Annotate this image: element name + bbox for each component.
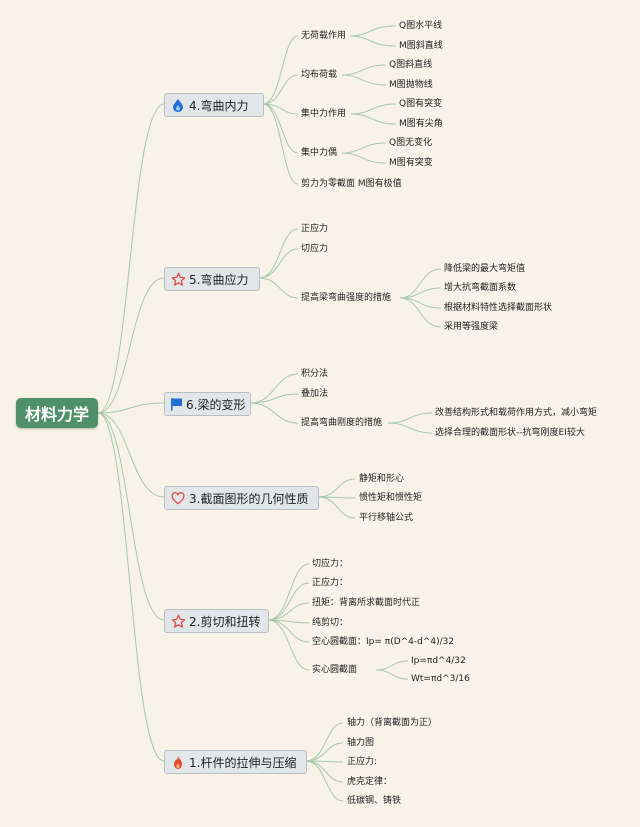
leaf-hollow-section[interactable]: 空心圆截面：Ip= π(D^4-d^4)/32: [312, 637, 455, 647]
leaf-shear-stress[interactable]: 切应力：: [312, 559, 349, 569]
leaf-normal-stress[interactable]: 正应力: [301, 224, 329, 234]
leaf-improve-item[interactable]: 根据材料特性选择截面形状: [444, 303, 553, 313]
leaf-stiffness-item[interactable]: 选择合理的截面形状--抗弯刚度EI较大: [435, 428, 585, 438]
branch-solid-section[interactable]: 实心圆截面: [312, 665, 358, 675]
leaf-parallel-axis[interactable]: 平行移轴公式: [359, 513, 414, 523]
leaf-pure-shear[interactable]: 纯剪切：: [312, 618, 349, 628]
leaf-axial-diagram[interactable]: 轴力图: [347, 738, 375, 748]
heart-outline-icon: [170, 490, 186, 506]
topic-label: 5.弯曲应力: [189, 272, 249, 287]
leaf-superposition-method[interactable]: 叠加法: [301, 389, 329, 399]
topic-tension-compression[interactable]: 1.杆件的拉伸与压缩: [164, 750, 307, 774]
topic-bending-stress[interactable]: 5.弯曲应力: [164, 267, 260, 291]
star-outline-icon: [170, 613, 186, 629]
branch-point-force[interactable]: 集中力作用: [301, 109, 347, 119]
leaf-q-no-change[interactable]: Q图无变化: [389, 138, 433, 148]
leaf-materials[interactable]: 低碳钢、铸铁: [347, 796, 402, 806]
root-node[interactable]: 材料力学: [16, 398, 98, 428]
leaf-improve-item[interactable]: 采用等强度梁: [444, 322, 499, 332]
leaf-q-horizontal[interactable]: Q图水平线: [399, 21, 443, 31]
leaf-solid-wt[interactable]: Wt=πd^3/16: [411, 674, 470, 684]
topic-label: 1.杆件的拉伸与压缩: [189, 755, 297, 770]
leaf-improve-item[interactable]: 降低梁的最大弯矩值: [444, 264, 526, 274]
leaf-q-jump[interactable]: Q图有突变: [399, 99, 443, 109]
root-label: 材料力学: [24, 405, 89, 424]
topic-deformation[interactable]: 6.梁的变形: [164, 392, 251, 416]
leaf-m-jump[interactable]: M图有突变: [389, 158, 433, 168]
flag-icon: [170, 396, 183, 412]
leaf-normal-stress[interactable]: 正应力：: [312, 578, 349, 588]
water-drop-icon: [170, 97, 186, 113]
topic-label: 3.截面图形的几何性质: [189, 491, 309, 506]
topic-label: 4.弯曲内力: [189, 98, 249, 113]
topic-label: 6.梁的变形: [186, 397, 246, 412]
branch-improve-strength[interactable]: 提高梁弯曲强度的措施: [301, 293, 392, 303]
star-outline-icon: [170, 271, 186, 287]
topic-shear-torsion[interactable]: 2.剪切和扭转: [164, 609, 269, 633]
leaf-q-slanted[interactable]: Q图斜直线: [389, 60, 433, 70]
leaf-solid-ip[interactable]: Ip=πd^4/32: [411, 656, 466, 666]
leaf-axial-force[interactable]: 轴力（背离截面为正）: [347, 718, 438, 728]
leaf-m-parabola[interactable]: M图抛物线: [389, 80, 433, 90]
fire-icon: [170, 754, 186, 770]
branch-no-load[interactable]: 无荷载作用: [301, 31, 347, 41]
branch-zero-shear[interactable]: 剪力为零截面 M图有极值: [301, 179, 402, 189]
leaf-hooke-law[interactable]: 虎克定律：: [347, 777, 393, 787]
leaf-static-moment[interactable]: 静矩和形心: [359, 474, 405, 484]
leaf-normal-stress[interactable]: 正应力:: [347, 757, 378, 767]
leaf-integral-method[interactable]: 积分法: [301, 369, 329, 379]
branch-improve-stiffness[interactable]: 提高弯曲刚度的措施: [301, 418, 383, 428]
topic-bending-internal[interactable]: 4.弯曲内力: [164, 93, 264, 117]
leaf-m-slanted[interactable]: M图斜直线: [399, 41, 443, 51]
leaf-moment-inertia[interactable]: 惯性矩和惯性矩: [359, 493, 423, 503]
branch-uniform-load[interactable]: 均布荷载: [301, 70, 338, 80]
topic-label: 2.剪切和扭转: [189, 614, 261, 629]
topic-section-geometry[interactable]: 3.截面图形的几何性质: [164, 486, 319, 510]
branch-couple[interactable]: 集中力偶: [301, 148, 338, 158]
leaf-stiffness-item[interactable]: 改善结构形式和载荷作用方式，减小弯矩: [435, 408, 598, 418]
leaf-improve-item[interactable]: 增大抗弯截面系数: [444, 283, 517, 293]
leaf-shear-stress[interactable]: 切应力: [301, 244, 329, 254]
leaf-torque[interactable]: 扭矩：背离所求截面时代正: [312, 598, 421, 608]
leaf-m-cusp[interactable]: M图有尖角: [399, 119, 443, 129]
